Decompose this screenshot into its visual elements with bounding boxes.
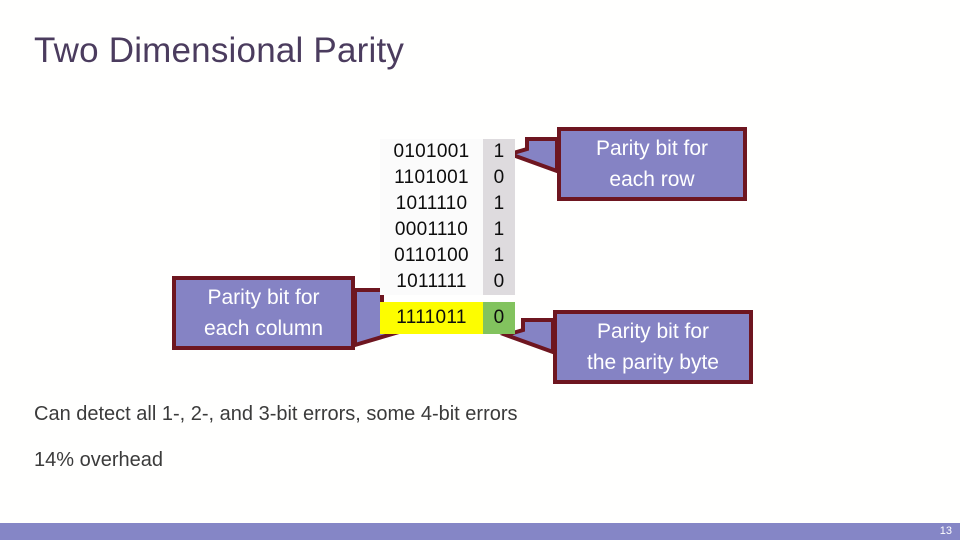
callout-byte-line2: the parity byte xyxy=(587,351,719,374)
callout-parity-byte: Parity bit for the parity byte xyxy=(553,310,753,384)
data-byte: 0001110 xyxy=(380,217,483,243)
row-parity-bit: 0 xyxy=(483,269,515,295)
table-row: 0001110 1 xyxy=(380,217,515,243)
callout-parity-row: Parity bit for each row xyxy=(557,127,747,201)
footer-bar xyxy=(0,523,960,540)
parity-byte: 1111011 xyxy=(380,302,483,334)
bullet-detection-capability: Can detect all 1-, 2-, and 3-bit errors,… xyxy=(34,403,518,425)
parity-byte-row: 1111011 0 xyxy=(380,302,515,334)
callout-row-line2: each row xyxy=(609,168,695,191)
table-row: 0110100 1 xyxy=(380,243,515,269)
table-row: 1101001 0 xyxy=(380,165,515,191)
callout-row-tail xyxy=(503,137,559,174)
callout-parity-column: Parity bit for each column xyxy=(172,276,355,350)
page-title: Two Dimensional Parity xyxy=(34,31,405,70)
row-parity-bit: 1 xyxy=(483,139,515,165)
callout-column-line2: each column xyxy=(203,317,324,340)
callout-byte-line1: Parity bit for xyxy=(596,320,710,343)
data-byte: 1011111 xyxy=(380,269,483,295)
data-byte: 0110100 xyxy=(380,243,483,269)
row-parity-bit: 1 xyxy=(483,243,515,269)
row-parity-bit: 0 xyxy=(483,165,515,191)
bullet-overhead: 14% overhead xyxy=(34,449,163,471)
row-parity-bit: 1 xyxy=(483,191,515,217)
data-byte: 0101001 xyxy=(380,139,483,165)
row-parity-bit: 1 xyxy=(483,217,515,243)
parity-matrix: 0101001 1 1101001 0 1011110 1 0001110 1 … xyxy=(380,139,515,334)
callout-row-line1: Parity bit for xyxy=(595,137,709,160)
parity-of-parity-bit: 0 xyxy=(483,302,515,334)
table-row: 1011111 0 xyxy=(380,269,515,295)
page-number: 13 xyxy=(939,525,952,537)
data-byte: 1101001 xyxy=(380,165,483,191)
table-row: 1011110 1 xyxy=(380,191,515,217)
table-row: 0101001 1 xyxy=(380,139,515,165)
callout-column-line1: Parity bit for xyxy=(207,286,320,309)
data-byte: 1011110 xyxy=(380,191,483,217)
